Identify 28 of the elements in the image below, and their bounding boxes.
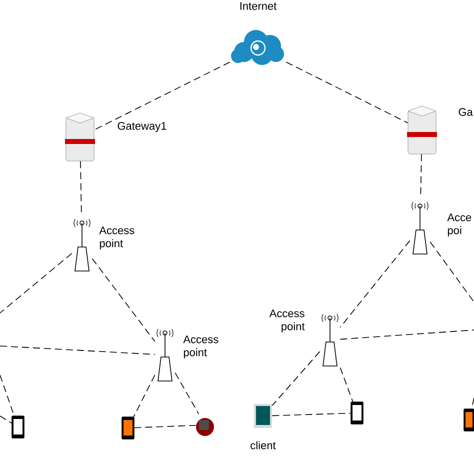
dashed-line [0, 416, 12, 424]
smartphone-icon [122, 416, 134, 440]
dashed-line [94, 62, 230, 130]
smartphone-icon [464, 408, 474, 432]
dashed-line [340, 330, 474, 340]
smartphone-icon [12, 416, 24, 438]
dashed-line [430, 242, 474, 302]
dashed-line [340, 367, 354, 402]
node-label: Acce poi [447, 214, 472, 236]
dashed-line [174, 372, 199, 414]
node-label: Access point [269, 310, 305, 332]
dashed-line [0, 253, 72, 314]
node-label: Gateway1 [118, 122, 166, 132]
node-label: Internet [240, 2, 277, 10]
dashed-line [92, 258, 156, 342]
dashed-line [133, 374, 156, 418]
dashed-line [286, 62, 408, 124]
dashed-line [340, 240, 410, 328]
dashed-line [134, 424, 196, 428]
dashed-line [0, 346, 156, 355]
smartwatch-icon [196, 418, 214, 436]
smartphone-icon [350, 402, 364, 424]
node-label: client [250, 441, 276, 450]
node-label: Access point [99, 226, 134, 250]
node-label: Access point [183, 336, 218, 358]
dashed-line [272, 412, 352, 416]
dashed-line [272, 351, 320, 406]
node-label: Ga [458, 108, 473, 116]
